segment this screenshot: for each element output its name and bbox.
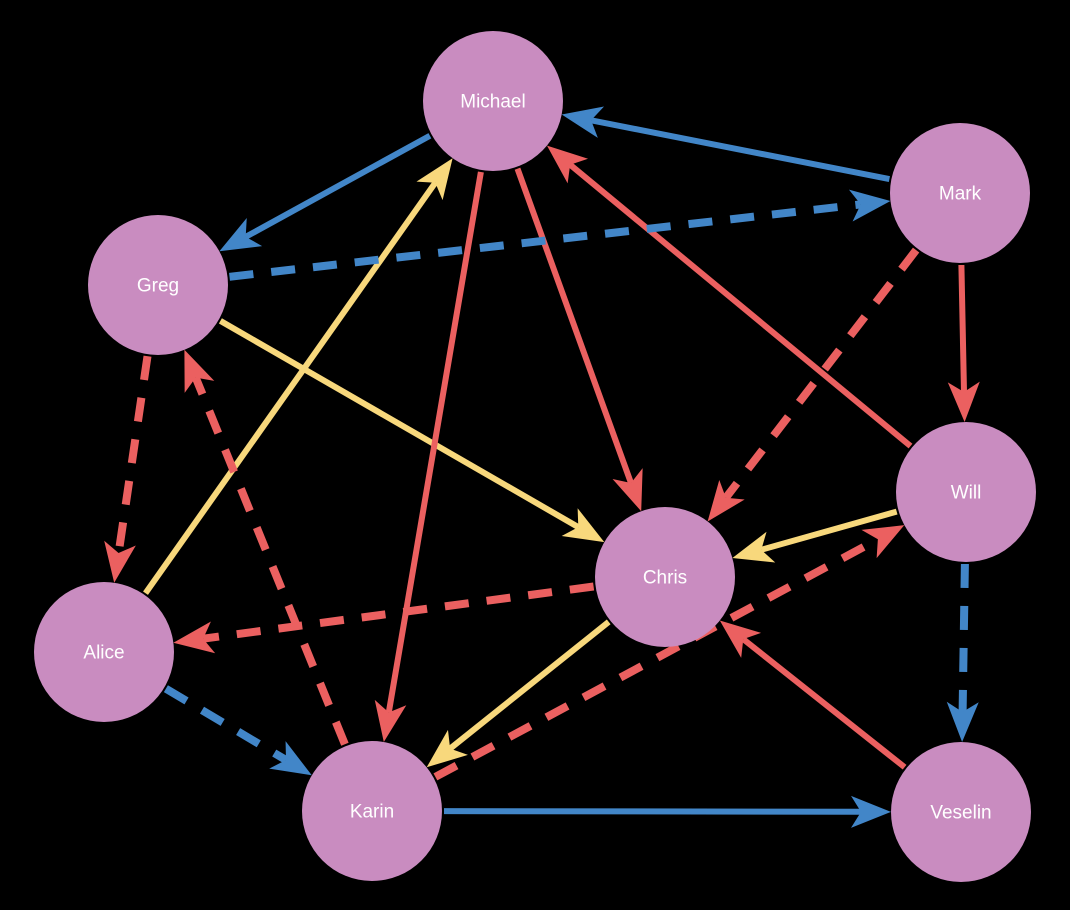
arrowhead-icon [707, 480, 745, 522]
edge-karin-veselin [443, 795, 891, 828]
edge-greg-mark [229, 189, 891, 281]
edge-karin-will [433, 525, 905, 781]
arrowhead-icon [374, 699, 407, 742]
edge-will-chris [732, 508, 898, 563]
edge-alice-michael [143, 158, 453, 595]
node-veselin[interactable] [891, 742, 1031, 882]
edge-line [218, 318, 580, 530]
arrowhead-icon [850, 795, 891, 828]
arrowhead-icon [426, 729, 468, 768]
arrowhead-icon [104, 540, 136, 583]
edge-line [191, 376, 349, 746]
edge-line [143, 180, 438, 595]
edge-veselin-chris [719, 620, 907, 770]
node-greg[interactable] [88, 215, 228, 355]
edge-line [590, 117, 890, 183]
node-mark[interactable] [890, 123, 1030, 263]
edge-chris-alice [173, 582, 595, 654]
edge-line [568, 162, 913, 449]
edge-will-michael [547, 145, 913, 449]
arrowhead-icon [848, 189, 891, 222]
edge-alice-karin [163, 685, 312, 776]
edge-line [202, 582, 595, 643]
arrowhead-icon [732, 531, 776, 563]
node-chris[interactable] [595, 507, 735, 647]
edge-line [244, 133, 432, 240]
edge-mark-chris [707, 247, 920, 522]
arrowhead-icon [547, 145, 589, 184]
edge-michael-karin [374, 171, 484, 742]
node-will[interactable] [896, 422, 1036, 562]
edge-line [958, 264, 967, 393]
arrowhead-icon [612, 468, 643, 512]
edge-michael-chris [514, 167, 643, 512]
edge-karin-greg [184, 349, 349, 746]
edge-line [760, 508, 898, 553]
arrowhead-icon [561, 106, 605, 138]
arrowhead-icon [946, 701, 979, 742]
arrowhead-icon [416, 158, 453, 201]
node-group-will: Will [896, 422, 1036, 562]
edge-chris-karin [426, 619, 611, 768]
edge-michael-greg [219, 133, 432, 252]
arrowhead-icon [184, 349, 215, 393]
arrowhead-icon [719, 620, 762, 658]
node-michael[interactable] [423, 31, 563, 171]
edge-line [163, 685, 289, 764]
node-group-mark: Mark [890, 123, 1030, 263]
edge-line [722, 247, 920, 501]
node-group-greg: Greg [88, 215, 228, 355]
edge-mark-will [947, 264, 980, 422]
arrowhead-icon [219, 218, 263, 252]
edge-greg-chris [218, 318, 605, 543]
edge-mark-michael [561, 106, 890, 183]
edge-line [448, 619, 611, 751]
node-group-chris: Chris [595, 507, 735, 647]
arrowhead-icon [561, 508, 605, 543]
arrowhead-icon [861, 525, 905, 559]
edge-greg-alice [104, 355, 152, 583]
node-group-veselin: Veselin [891, 742, 1031, 882]
node-alice[interactable] [34, 582, 174, 722]
arrowhead-icon [173, 621, 216, 654]
arrowhead-icon [947, 381, 980, 422]
edge-line [443, 808, 862, 815]
edge-line [385, 171, 484, 713]
arrowhead-icon [269, 741, 312, 776]
node-karin[interactable] [302, 741, 442, 881]
edge-line [741, 636, 907, 770]
edge-line [514, 167, 634, 485]
node-group-michael: Michael [423, 31, 563, 171]
edge-will-veselin [946, 563, 979, 742]
node-group-alice: Alice [34, 582, 174, 722]
edge-line [958, 563, 969, 713]
node-group-karin: Karin [302, 741, 442, 881]
edge-line [114, 355, 152, 554]
edge-line [229, 200, 862, 281]
